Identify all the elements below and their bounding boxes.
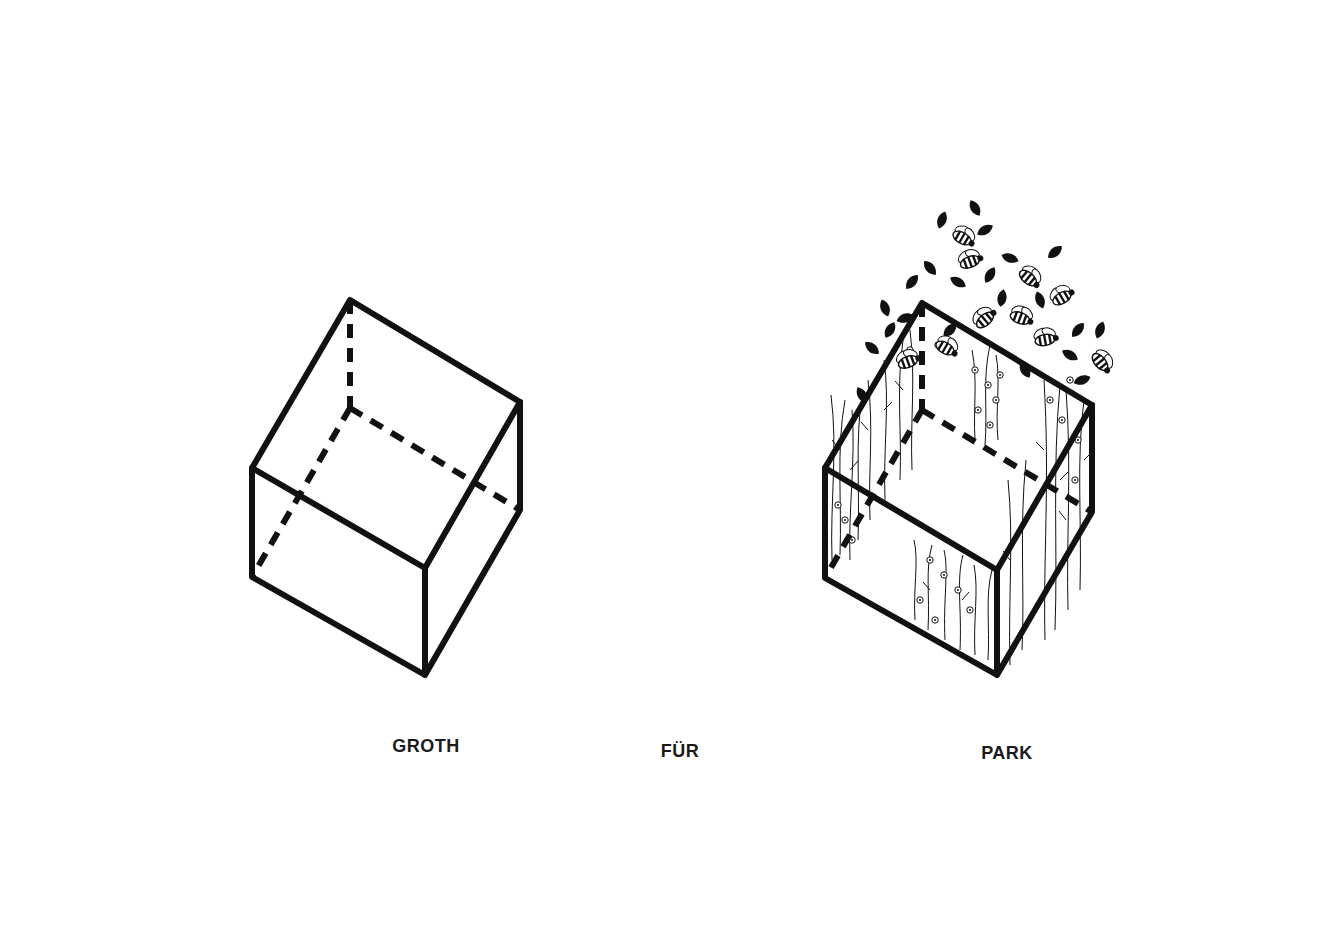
empty-cube — [252, 300, 520, 675]
caption-word: GROTH — [392, 736, 460, 757]
leaves — [854, 198, 1108, 405]
planted-cube — [825, 303, 1092, 675]
caption-word: FÜR — [661, 741, 700, 762]
caption-word: PARK — [981, 743, 1033, 764]
bees — [892, 220, 1120, 376]
